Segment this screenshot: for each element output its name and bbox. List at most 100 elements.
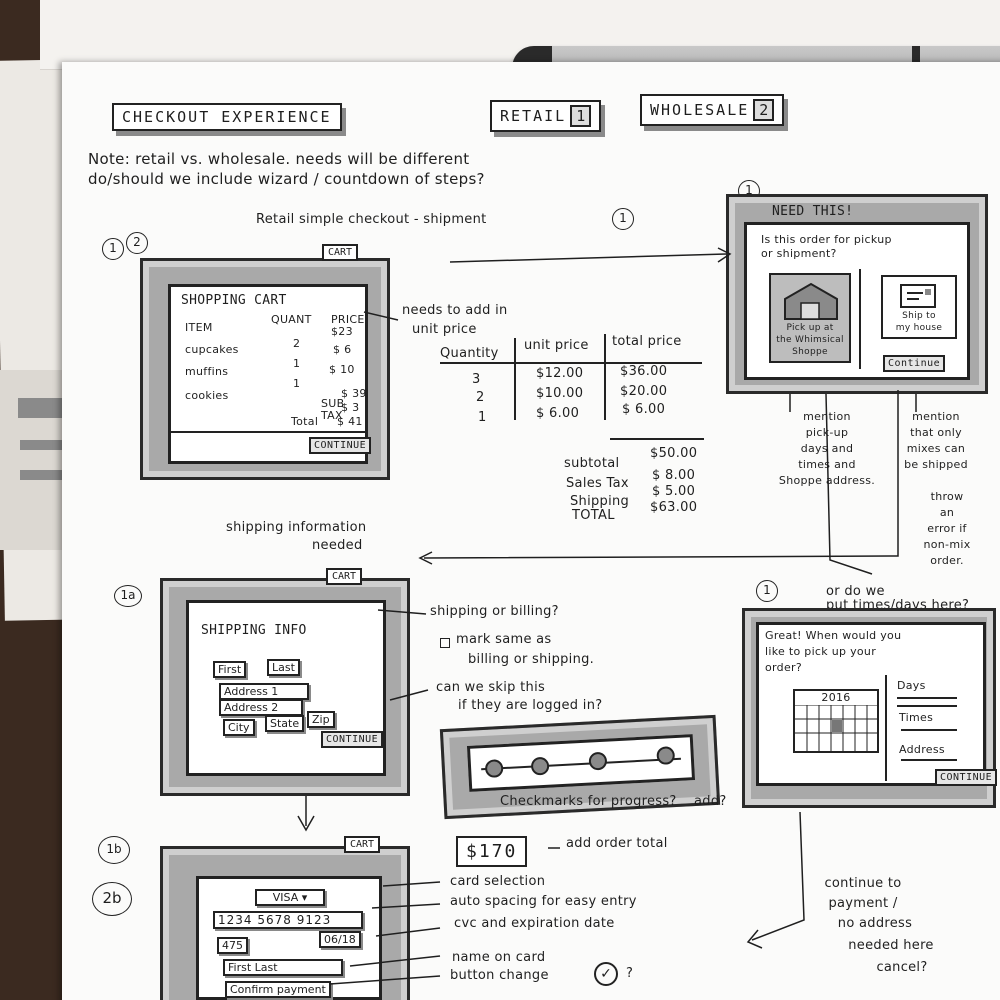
pickup-time-continue-button[interactable]: CONTINUE	[935, 769, 998, 786]
arrow-to-payment	[751, 811, 805, 941]
last-name-field[interactable]: Last	[267, 659, 300, 676]
item-price: $ 10	[329, 363, 355, 376]
ship-label: Ship to	[902, 311, 936, 321]
total-label: TOTAL	[572, 508, 615, 523]
address-line	[901, 759, 957, 761]
tax-value: $ 8.00	[652, 468, 696, 483]
error-note: error if	[927, 522, 967, 535]
pickup-time-note: or do we	[826, 584, 885, 599]
expiry-field[interactable]: 06/18	[319, 931, 361, 948]
page-title: CHECKOUT EXPERIENCE	[112, 103, 342, 131]
row-quantity: 2	[476, 390, 485, 405]
arrow-to-shipping	[423, 390, 899, 559]
same-as-note: mark same as	[456, 632, 552, 647]
note-line-2: do/should we include wizard / countdown …	[88, 170, 485, 188]
pickup-label: Pick up at	[786, 323, 834, 333]
table-rule	[610, 438, 704, 440]
table-header: total price	[612, 334, 682, 349]
sub-value: $ 39	[341, 387, 367, 400]
address-1-field[interactable]: Address 1	[219, 683, 309, 700]
payment-note-end: ?	[626, 966, 634, 981]
card-number-field[interactable]: 1234 5678 9123	[213, 911, 363, 929]
continue-note: needed here	[848, 938, 934, 953]
tax-label: Sales Tax	[566, 476, 629, 491]
calendar-year: 2016	[821, 691, 851, 704]
continue-note: no address	[837, 916, 913, 931]
skip-note: can we skip this	[436, 680, 546, 695]
name-on-card-field[interactable]: First Last	[223, 959, 343, 976]
cart-continue-button[interactable]: CONTINUE	[309, 437, 372, 454]
ship-option[interactable]: Ship to my house	[881, 275, 957, 339]
pickup-note: Shoppe address.	[778, 474, 876, 487]
shipping-heading: SHIPPING INFO	[201, 623, 307, 638]
item-quant: 1	[293, 377, 301, 390]
address-2-field[interactable]: Address 2	[219, 699, 303, 716]
step-marker: 2b	[92, 882, 132, 916]
first-name-field[interactable]: First	[213, 661, 247, 678]
cart-button[interactable]: CART	[344, 836, 381, 853]
need-this-banner: NEED THIS!	[772, 204, 854, 219]
back-paper-mark	[18, 398, 68, 418]
cart-button[interactable]: CART	[326, 568, 363, 585]
pickup-question: or shipment?	[761, 247, 837, 260]
payment-note: auto spacing for easy entry	[450, 894, 637, 909]
error-note: an	[939, 506, 955, 519]
payment-note: card selection	[450, 874, 546, 889]
zip-field[interactable]: Zip	[307, 711, 335, 728]
pickup-screen: Is this order for pickup or shipment? Pi…	[744, 222, 970, 380]
cart-screen: SHOPPING CART ITEM QUANT PRICE $23 cupca…	[168, 284, 372, 464]
table-rule	[440, 362, 702, 364]
shipping-continue-button[interactable]: CONTINUE	[321, 731, 384, 748]
error-note: order.	[930, 554, 964, 567]
card-type-select[interactable]: VISA ▾	[255, 889, 325, 906]
pickup-continue-button[interactable]: Continue	[883, 355, 946, 372]
table-header: unit price	[524, 338, 589, 353]
step-marker: 1	[102, 238, 124, 260]
arrow-to-pickup-time	[825, 393, 873, 575]
cart-button[interactable]: CART	[322, 244, 359, 261]
order-total-note: add order total	[566, 836, 668, 851]
shipping-question: shipping or billing?	[430, 604, 559, 619]
shipping-note: mixes can	[906, 442, 966, 455]
pickup-option[interactable]: Pick up at the Whimsical Shoppe	[769, 273, 851, 363]
row-quantity: 3	[472, 372, 481, 387]
progress-note: Checkmarks for progress?	[500, 794, 677, 809]
days-label: Days	[897, 679, 926, 692]
divider	[859, 269, 861, 369]
calendar-widget[interactable]: 2016	[793, 689, 879, 753]
column-header: ITEM	[185, 321, 213, 334]
pickup-question: Is this order for pickup	[761, 233, 892, 246]
shipping-note: mention	[912, 410, 960, 423]
city-field[interactable]: City	[223, 719, 255, 736]
payment-note: cvc and expiration date	[454, 916, 615, 931]
state-field[interactable]: State	[265, 715, 305, 732]
shipping-value: $ 5.00	[652, 484, 696, 499]
pickup-label: the Whimsical	[776, 335, 844, 345]
order-total-badge: $170	[456, 836, 528, 867]
row-total-price: $20.00	[620, 384, 668, 399]
table-rule	[604, 334, 606, 420]
retail-section-title: Retail simple checkout - shipment	[256, 212, 487, 227]
row-quantity: 1	[478, 410, 487, 425]
error-note: throw	[930, 490, 964, 503]
confirm-payment-button[interactable]: Confirm payment	[225, 981, 331, 998]
arrowhead	[717, 247, 732, 263]
total-value: $63.00	[650, 500, 698, 515]
item-name: muffins	[185, 365, 229, 378]
cvc-field[interactable]: 475	[217, 937, 248, 954]
pickup-note: times and	[798, 458, 856, 471]
progress-add-note: add?	[694, 794, 727, 809]
divider	[171, 431, 365, 433]
item-name: cookies	[185, 389, 229, 402]
row-unit-price: $12.00	[536, 366, 584, 381]
error-note: non-mix	[923, 538, 971, 551]
unit-price-note: needs to add in	[402, 303, 508, 318]
table-rule	[514, 338, 516, 420]
subtotal-label: subtotal	[564, 456, 620, 471]
unit-price-note: unit price	[412, 322, 477, 337]
check-icon: ✓	[594, 962, 618, 986]
skip-note: if they are logged in?	[458, 698, 603, 713]
